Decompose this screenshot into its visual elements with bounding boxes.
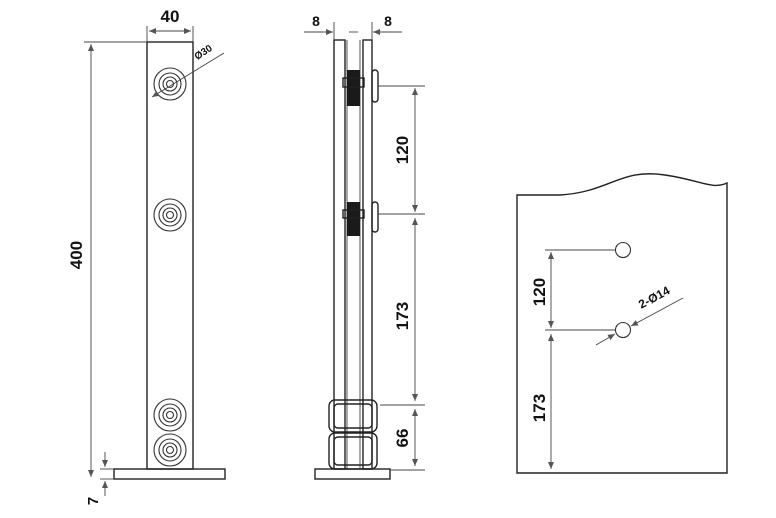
side-base — [314, 468, 391, 480]
base-plate — [113, 468, 226, 480]
clamp-middle — [342, 201, 379, 236]
spacing-bottom-label: 66 — [393, 429, 412, 448]
hole-diameter-label: Ø30 — [193, 43, 215, 63]
fitting-lower — [153, 398, 187, 432]
width-dimension: 40 — [146, 7, 194, 42]
width-label: 40 — [161, 7, 180, 26]
glass-thickness-dimension: 8 8 — [304, 13, 402, 40]
height-dimension: 400 — [67, 41, 147, 477]
post-body — [146, 41, 194, 470]
side-view: 8 8 120 173 66 — [304, 13, 425, 480]
right-glass-label: 8 — [384, 13, 392, 29]
panel-dimensions: 120 173 — [530, 252, 554, 469]
height-label: 400 — [67, 241, 86, 269]
hole-spacing-label: 120 — [530, 278, 549, 306]
hole-upper — [614, 241, 632, 259]
fitting-middle — [153, 198, 187, 232]
glass-panel-outline — [516, 173, 728, 474]
spacing-top-label: 120 — [393, 136, 412, 164]
spacing-dimensions: 120 173 66 — [378, 85, 425, 471]
base-thickness-label: 7 — [85, 497, 102, 505]
clamp-bottom — [328, 432, 378, 470]
clamp-lower — [328, 399, 378, 433]
hole-spec-leader: 2-Ø14 — [595, 283, 684, 346]
hole-height-label: 173 — [530, 394, 549, 422]
hole-spec-label: 2-Ø14 — [636, 283, 672, 311]
left-glass-label: 8 — [312, 13, 320, 29]
base-dimension: 7 — [85, 452, 114, 505]
front-view: 40 400 7 Ø30 — [67, 7, 226, 505]
fitting-bottom — [153, 433, 187, 467]
glass-panel-view: 120 173 2-Ø14 — [516, 173, 728, 474]
clamp-top — [342, 69, 379, 106]
spacing-middle-label: 173 — [393, 302, 412, 330]
fitting-top — [153, 67, 187, 101]
hole-lower — [614, 321, 632, 339]
